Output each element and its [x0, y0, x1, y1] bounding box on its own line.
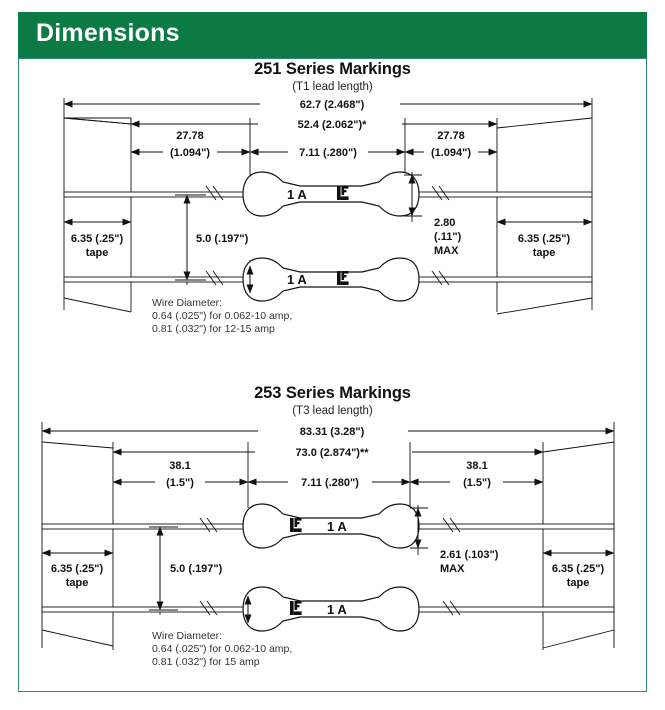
- section-title-251: 251 Series Markings: [254, 60, 411, 78]
- header-bar: [18, 12, 647, 58]
- section-subtitle-253: (T3 lead length): [292, 405, 373, 417]
- content-frame: [18, 58, 647, 692]
- section-title-253: 253 Series Markings: [254, 384, 411, 402]
- section-subtitle-251: (T1 lead length): [292, 81, 373, 93]
- page-title: Dimensions: [36, 19, 180, 47]
